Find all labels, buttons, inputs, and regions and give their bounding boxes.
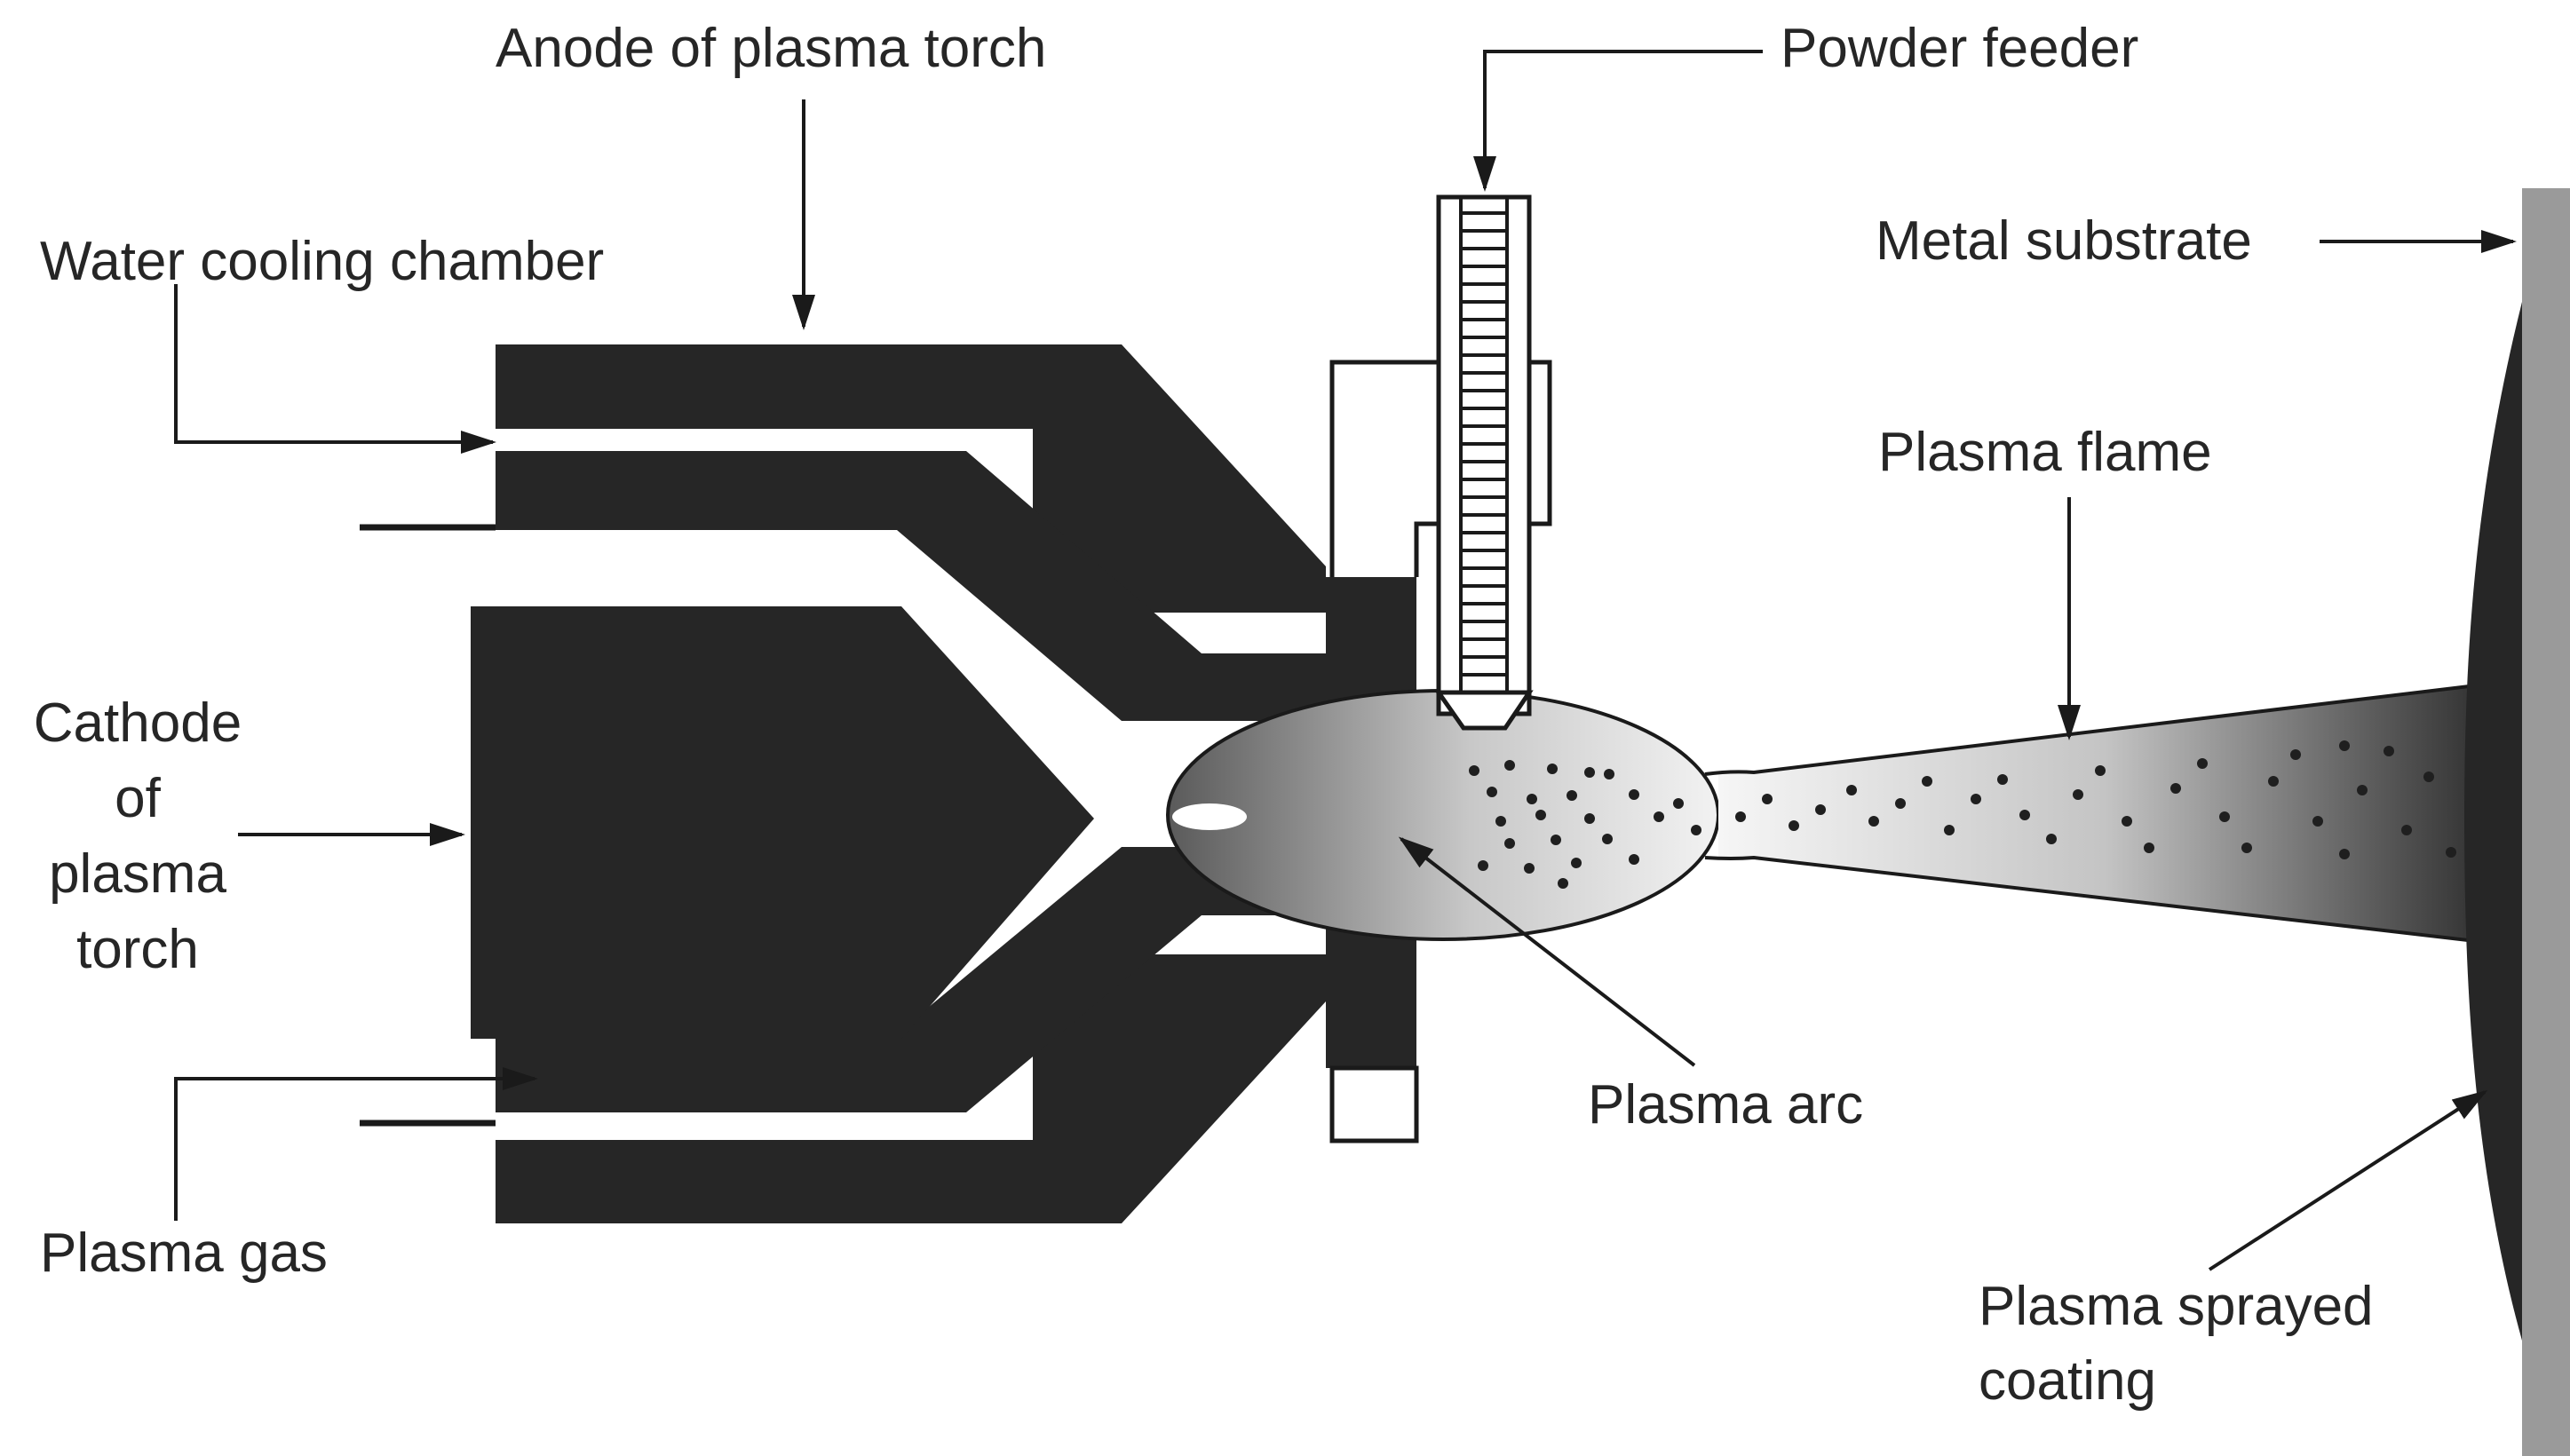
powder-feeder-leader (1473, 50, 1763, 192)
leader-lines (174, 50, 2517, 1271)
label-cathode-line-2: of (115, 768, 161, 829)
plasma-flame (1718, 684, 2491, 943)
anode-upper-outer (496, 344, 1326, 613)
anode-lower-inner (496, 847, 1416, 1112)
label-plasma-gas: Plasma gas (40, 1223, 328, 1284)
feeder-outer (1436, 194, 1532, 716)
flame-outline-bottom (1704, 855, 2492, 945)
label-powder-feeder: Powder feeder (1781, 18, 2138, 79)
anode-lower-outer (496, 954, 1326, 1223)
anode-body (496, 344, 1416, 1223)
label-sprayed-coating: Plasma sprayed coating (1979, 1276, 2374, 1412)
label-plasma-arc: Plasma arc (1588, 1074, 1863, 1136)
label-cathode: Cathode of plasma torch (34, 692, 242, 980)
plasma-sprayed-coating (2464, 302, 2522, 1341)
clamp-lower-outline (1329, 1065, 1419, 1143)
clamp-upper-outline (1329, 360, 1552, 577)
anode-upper-inner (496, 451, 1416, 721)
label-sprayed-coating-line-2: coating (1979, 1350, 2156, 1412)
nozzle-clamp (1329, 360, 1552, 1143)
plasma-arc (1166, 689, 1720, 941)
feeder-tip (1434, 690, 1534, 731)
water-cooling-leader (174, 284, 496, 454)
arc-hot-spot (1172, 803, 1247, 830)
feeder-inner-ladder (1463, 211, 1505, 694)
powder-feeder-tube (1434, 194, 1534, 731)
label-sprayed-coating-line-1: Plasma sprayed (1979, 1276, 2374, 1337)
label-cathode-line-3: plasma (49, 843, 226, 905)
label-water-cooling: Water cooling chamber (40, 231, 604, 292)
coating-leader (2208, 1089, 2488, 1271)
label-metal-substrate: Metal substrate (1876, 210, 2252, 272)
label-anode: Anode of plasma torch (496, 18, 1046, 79)
label-cathode-line-1: Cathode (34, 692, 242, 754)
plasma-gas-leader (174, 1067, 538, 1221)
label-plasma-flame: Plasma flame (1878, 422, 2212, 483)
cathode (471, 606, 1094, 1039)
plasma-arc-leader (1398, 836, 1696, 1067)
label-cathode-line-4: torch (76, 919, 199, 980)
flame-outline-top (1704, 682, 2492, 776)
metal-substrate (2522, 188, 2570, 1456)
powder-particles (1469, 740, 2456, 889)
